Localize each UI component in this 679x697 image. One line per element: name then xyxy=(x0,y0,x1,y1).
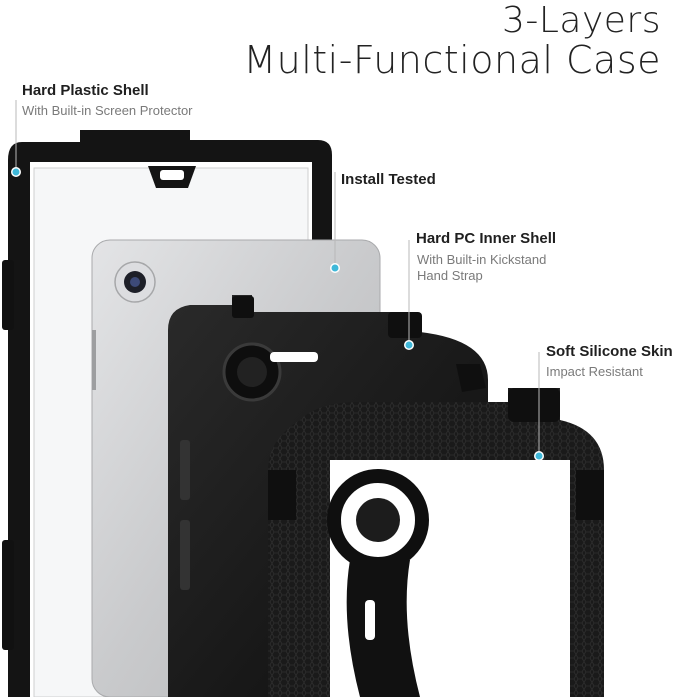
callout-install-tested-title: Install Tested xyxy=(341,171,436,188)
callout-hard-pc-inner-shell-title: Hard PC Inner Shell xyxy=(416,230,557,247)
callout-dots xyxy=(11,167,544,461)
callout-hard-pc-inner-shell-subtitle-1: With Built-in Kickstand xyxy=(417,252,547,267)
callout-hard-pc-inner-shell-subtitle-2: Hand Strap xyxy=(417,268,483,283)
callout-hard-plastic-shell-title: Hard Plastic Shell xyxy=(22,82,149,99)
title-line-2: Multi-Functional Case xyxy=(243,38,661,82)
callout-soft-silicone-skin-title: Soft Silicone Skin xyxy=(546,343,673,360)
callout-hard-plastic-shell-subtitle: With Built-in Screen Protector xyxy=(22,103,193,118)
callout-leaders xyxy=(15,100,540,456)
callout-soft-silicone-skin-subtitle: Impact Resistant xyxy=(546,364,643,379)
soft-silicone-skin xyxy=(268,388,604,697)
title-line-1: 3-Layers xyxy=(501,0,661,41)
